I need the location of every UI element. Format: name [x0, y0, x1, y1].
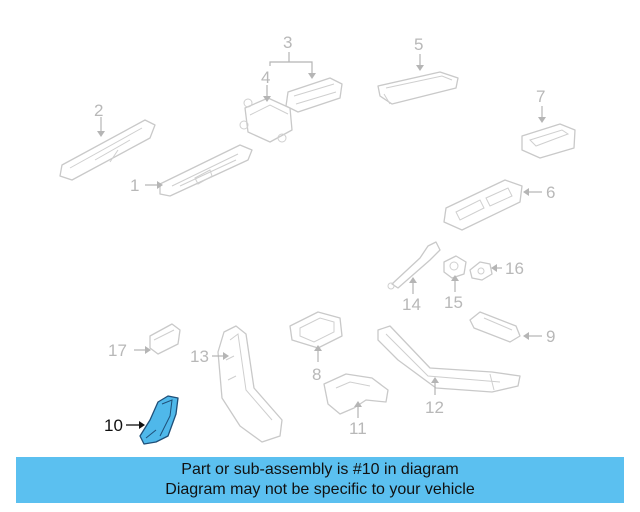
callout-6: 6: [546, 183, 555, 202]
part-2-duct: 2: [59, 101, 156, 181]
callout-8: 8: [312, 365, 321, 384]
part-17-connector: 17: [108, 323, 181, 360]
part-7-vent: 7: [521, 87, 576, 159]
info-banner: Part or sub-assembly is #10 in diagram D…: [16, 457, 624, 503]
callout-14: 14: [402, 295, 421, 314]
banner-line-part: Part or sub-assembly is #10 in diagram: [181, 461, 459, 478]
callout-4: 4: [261, 68, 270, 87]
part-16-clip: 16: [469, 259, 524, 281]
callout-16: 16: [505, 259, 524, 278]
part-12-floor-duct: 12: [377, 325, 521, 417]
callout-9: 9: [546, 327, 555, 346]
callout-3: 3: [283, 33, 292, 52]
callout-13: 13: [190, 347, 209, 366]
part-9-bracket: 9: [469, 311, 555, 346]
part-5-filter: 5: [377, 35, 459, 105]
part-15-sensor: 15: [443, 255, 467, 312]
part-14-cable: 14: [387, 241, 441, 314]
part-1-vent-strip: 1: [130, 144, 253, 197]
part-6-center-vent: 6: [443, 179, 555, 231]
callout-1: 1: [130, 176, 139, 195]
callout-17: 17: [108, 341, 127, 360]
part-10-highlighted-duct: 10: [104, 395, 179, 445]
callout-10: 10: [104, 416, 123, 435]
callout-2: 2: [94, 101, 103, 120]
part-13-tall-duct: 13: [190, 325, 283, 443]
callout-11: 11: [349, 419, 367, 438]
part-3-vent-pair: 3: [269, 33, 343, 113]
callout-5: 5: [414, 35, 423, 54]
part-4-actuator: 4: [239, 68, 293, 143]
callout-7: 7: [536, 87, 545, 106]
callout-15: 15: [444, 293, 463, 312]
part-8-vent-housing: 8: [289, 311, 343, 384]
callout-12: 12: [425, 398, 444, 417]
part-11-elbow: 11: [323, 373, 389, 438]
banner-line-disclaimer: Diagram may not be specific to your vehi…: [165, 481, 475, 498]
